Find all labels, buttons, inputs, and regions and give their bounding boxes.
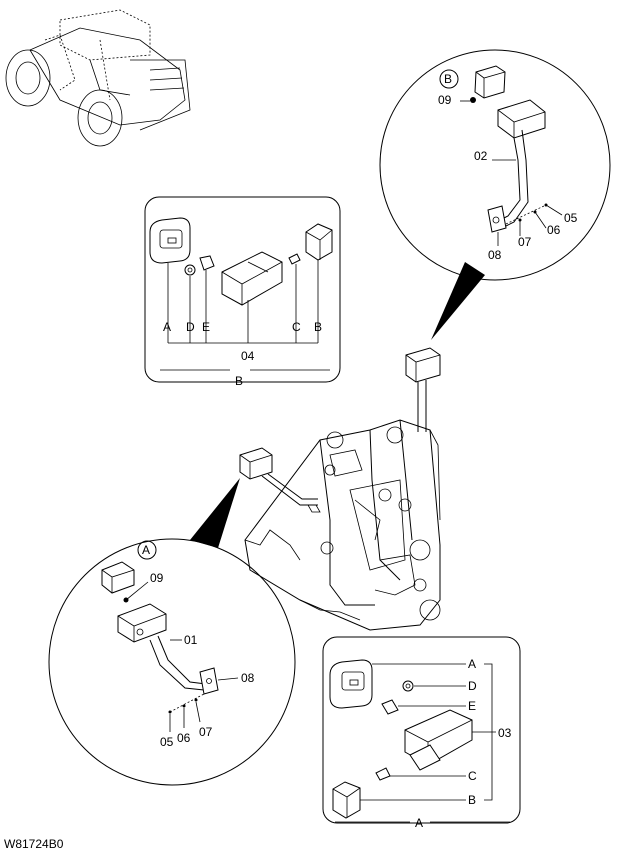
box-b-letter-d: D [186, 320, 195, 334]
box-b-part-number: 04 [241, 349, 255, 363]
box-b-letter-b: B [314, 320, 322, 334]
main-frame-drawing [239, 347, 441, 631]
detail-a-callout-07: 07 [199, 725, 213, 739]
box-a-letter-b: B [468, 793, 476, 807]
box-a-letter-c: C [468, 769, 477, 783]
box-a-letter-d: D [468, 679, 477, 693]
detail-a-callout-01: 01 [184, 633, 198, 647]
detail-b-callout-05: 05 [564, 211, 578, 225]
box-a-letter-e: E [468, 699, 476, 713]
detail-b-callout-02: 02 [474, 149, 488, 163]
detail-b-marker: B [444, 72, 452, 86]
box-b-label: B [235, 374, 243, 388]
detail-a-callout-06: 06 [177, 731, 191, 745]
box-b-exploded-view: A D E C B 04 B [144, 196, 341, 388]
box-a-label: A [415, 816, 423, 830]
detail-a-marker: A [142, 543, 150, 557]
detail-b-callout-07: 07 [518, 235, 532, 249]
detail-circle-b: B 09 02 05 06 07 08 [379, 49, 611, 340]
detail-a-callout-05: 05 [160, 735, 174, 749]
drawing-id: W81724B0 [4, 837, 64, 851]
detail-b-callout-09: 09 [438, 93, 452, 107]
detail-a-callout-09: 09 [150, 571, 164, 585]
detail-a-callout-08: 08 [241, 671, 255, 685]
detail-b-callout-08: 08 [488, 248, 502, 262]
box-b-letter-e: E [202, 320, 210, 334]
box-a-exploded-view: A D E C B 03 A [322, 636, 521, 830]
box-a-letter-a: A [468, 657, 476, 671]
machine-overview-sketch [5, 9, 191, 147]
box-b-letter-a: A [163, 320, 171, 334]
box-a-part-number: 03 [498, 726, 512, 740]
detail-circle-a: A 09 01 08 05 06 07 [48, 478, 296, 786]
box-b-letter-c: C [292, 320, 301, 334]
detail-b-callout-06: 06 [547, 223, 561, 237]
